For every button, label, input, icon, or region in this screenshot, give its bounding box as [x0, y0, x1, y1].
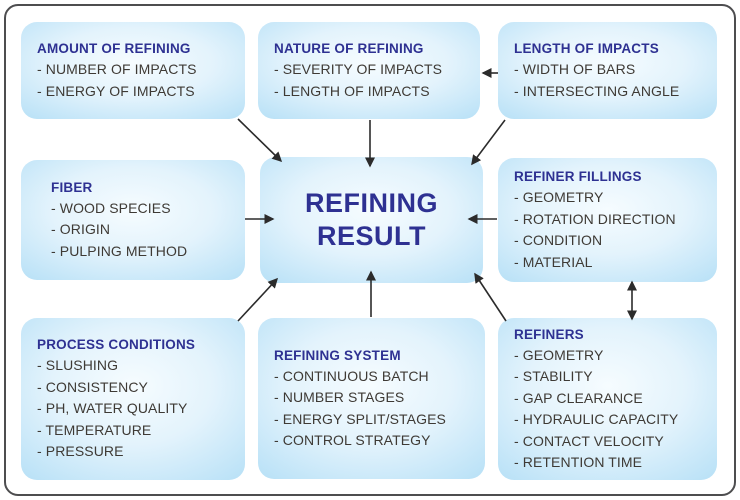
box-item: - LENGTH OF IMPACTS [274, 82, 430, 99]
box-item: - MATERIAL [514, 253, 593, 270]
box-item: - HYDRAULIC CAPACITY [514, 411, 679, 427]
box-item: - ROTATION DIRECTION [514, 210, 676, 227]
box-title: REFINERS [514, 326, 584, 342]
box-refiner-fillings: REFINER FILLINGS - GEOMETRY - ROTATION D… [498, 158, 717, 282]
center-title-line: REFINING [304, 188, 438, 218]
box-title: AMOUNT OF REFINING [37, 41, 191, 56]
box-item: - SLUSHING [37, 357, 119, 374]
box-title: LENGTH OF IMPACTS [514, 41, 659, 56]
box-length-of-impacts: LENGTH OF IMPACTS - WIDTH OF BARS - INTE… [498, 22, 717, 119]
box-item: - STABILITY [514, 368, 593, 384]
box-title: FIBER [51, 179, 93, 195]
box-refiners: REFINERS - GEOMETRY - STABILITY - GAP CL… [498, 318, 717, 480]
box-item: - WIDTH OF BARS [514, 61, 636, 77]
box-title: NATURE OF REFINING [274, 41, 424, 56]
box-refining-system: REFINING SYSTEM - CONTINUOUS BATCH - NUM… [258, 318, 485, 479]
box-item: - ORIGIN [51, 221, 111, 238]
box-item: - ENERGY SPLIT/STAGES [274, 410, 446, 427]
box-item: - GEOMETRY [514, 189, 604, 205]
box-nature-of-refining: NATURE OF REFINING - SEVERITY OF IMPACTS… [258, 22, 480, 119]
box-refining-result: REFINING RESULT [260, 157, 483, 283]
box-item: - CONTROL STRATEGY [274, 432, 431, 448]
box-title: REFINING SYSTEM [274, 347, 401, 363]
box-item: - CONTACT VELOCITY [514, 432, 664, 449]
box-item: - INTERSECTING ANGLE [514, 82, 680, 99]
box-item: - GEOMETRY [514, 346, 604, 363]
box-item: - RETENTION TIME [514, 454, 643, 470]
box-item: - SEVERITY OF IMPACTS [274, 61, 443, 77]
center-title-line: RESULT [317, 221, 426, 251]
box-item: - CONDITION [514, 232, 603, 248]
box-item: - TEMPERATURE [37, 421, 152, 438]
box-item: - ENERGY OF IMPACTS [37, 82, 195, 99]
box-item: - WOOD SPECIES [51, 199, 171, 216]
box-fiber: FIBER - WOOD SPECIES - ORIGIN - PULPING … [21, 160, 245, 280]
box-process-conditions: PROCESS CONDITIONS - SLUSHING - CONSISTE… [21, 318, 245, 480]
box-item: - NUMBER OF IMPACTS [37, 61, 197, 77]
box-title: PROCESS CONDITIONS [37, 337, 196, 353]
box-title: REFINER FILLINGS [514, 169, 642, 184]
box-item: - CONSISTENCY [37, 378, 148, 395]
box-item: - PULPING METHOD [51, 242, 188, 259]
box-item: - NUMBER STAGES [274, 389, 405, 405]
box-item: - CONTINUOUS BATCH [274, 367, 429, 384]
box-item: - PH, WATER QUALITY [37, 400, 188, 417]
box-amount-of-refining: AMOUNT OF REFINING - NUMBER OF IMPACTS -… [21, 22, 245, 119]
box-item: - GAP CLEARANCE [514, 389, 643, 406]
box-item: - PRESSURE [37, 443, 124, 460]
